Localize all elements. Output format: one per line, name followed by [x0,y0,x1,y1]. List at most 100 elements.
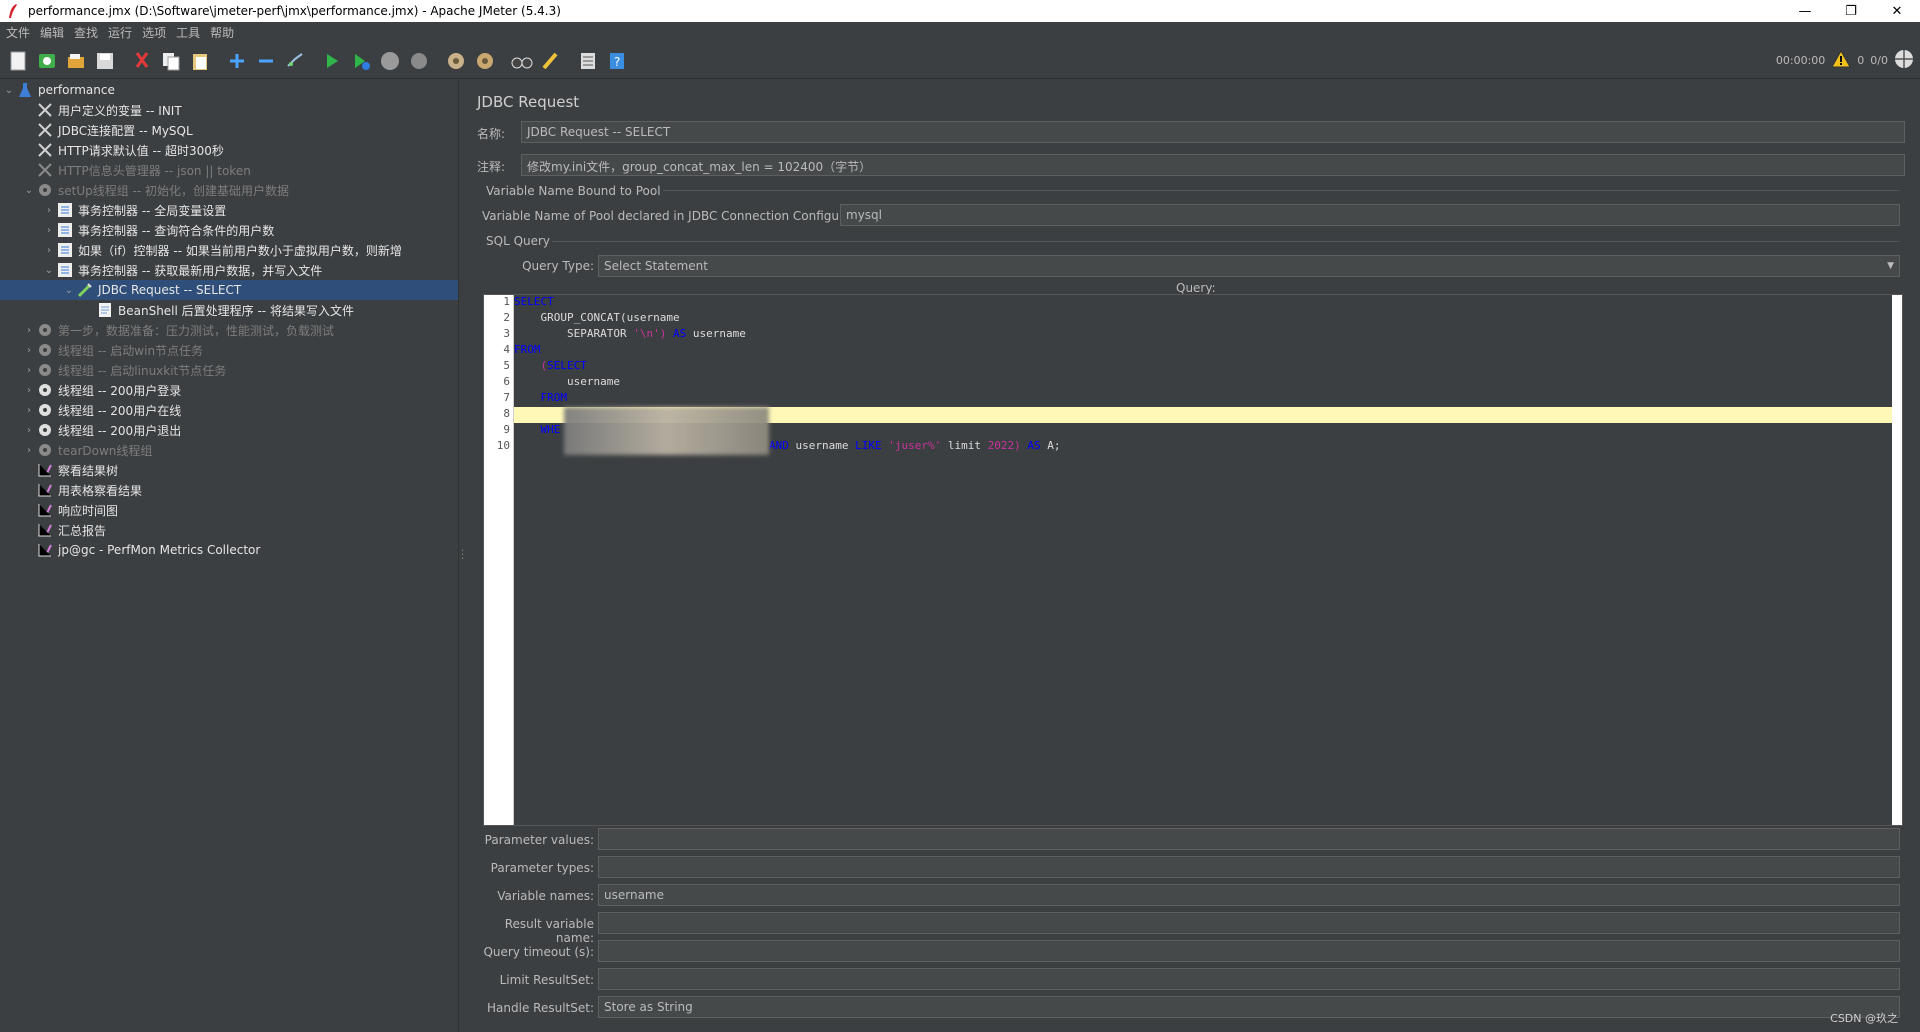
close-button[interactable]: ✕ [1891,3,1903,19]
shutdown-icon[interactable] [407,49,431,73]
chevron-right-icon[interactable]: › [27,424,31,436]
toggle-icon[interactable] [283,49,307,73]
tree-node-test-plan[interactable]: ⌄ performance [2,80,115,100]
maximize-button[interactable]: ❐ [1845,3,1857,19]
search-binoculars-icon[interactable] [510,49,534,73]
menu-tools[interactable]: 工具 [176,26,201,40]
controller-icon [56,241,74,259]
templates-icon[interactable] [35,49,59,73]
chevron-down-icon[interactable]: ⌄ [64,284,74,296]
chevron-right-icon[interactable]: › [27,364,31,376]
query-timeout-field[interactable] [598,940,1900,962]
chart-icon [36,461,54,479]
menu-search[interactable]: 查找 [74,26,99,40]
chevron-right-icon[interactable]: › [27,404,31,416]
parameter-values-field[interactable] [598,828,1900,850]
sql-code-area[interactable]: SELECT GROUP_CONCAT(username SEPARATOR '… [514,295,1892,825]
chevron-down-icon[interactable]: ⌄ [44,264,54,276]
gear-icon [36,381,54,399]
minimize-button[interactable]: — [1798,3,1812,19]
menu-edit[interactable]: 编辑 [40,26,65,40]
tree-node-thread-group-login[interactable]: › 线程组 -- 200用户登录 [22,380,181,400]
code-line-4: FROM [514,343,541,356]
result-variable-name-label: Result variable name: [504,917,594,945]
limit-resultset-field[interactable] [598,968,1900,990]
tree-node-thread-group-win[interactable]: › 线程组 -- 启动win节点任务 [22,340,203,360]
collapse-icon[interactable] [254,49,278,73]
tree-node-thread-group-prepare[interactable]: › 第一步，数据准备：压力测试，性能测试，负载测试 [22,320,334,340]
tree-node-header-manager[interactable]: HTTP信息头管理器 -- json || token [22,160,251,180]
tree-node-beanshell-postprocessor[interactable]: BeanShell 后置处理程序 -- 将结果写入文件 [82,300,354,320]
warning-icon[interactable] [1831,49,1852,71]
chevron-right-icon[interactable]: › [27,384,31,396]
tree-node-jdbc-request[interactable]: ⌄ JDBC Request -- SELECT [0,280,458,300]
warning-count: 0 [1857,54,1865,67]
pool-name-field[interactable]: mysql [840,204,1900,226]
chart-icon [36,501,54,519]
tree-node-transaction-latest-users[interactable]: ⌄ 事务控制器 -- 获取最新用户数据，并写入文件 [42,260,322,280]
tree-node-transaction-query-users[interactable]: › 事务控制器 -- 查询符合条件的用户数 [42,220,274,240]
parameter-types-field[interactable] [598,856,1900,878]
help-icon[interactable]: ? [605,49,629,73]
document-icon [96,301,114,319]
expand-icon[interactable] [225,49,249,73]
paste-icon[interactable] [188,49,212,73]
current-line-highlight [514,407,1892,423]
tree-node-if-controller[interactable]: › 如果（if）控制器 -- 如果当前用户数小于虚拟用户数，则新增 [42,240,402,260]
cut-icon[interactable] [130,49,154,73]
menu-help[interactable]: 帮助 [210,26,235,40]
tree-node-user-variables[interactable]: 用户定义的变量 -- INIT [22,100,182,120]
tree-node-thread-group-logout[interactable]: › 线程组 -- 200用户退出 [22,420,181,440]
comment-field[interactable]: 修改my.ini文件，group_concat_max_len = 102400… [521,154,1905,176]
start-no-pause-icon[interactable] [349,49,373,73]
clear-all-icon[interactable] [473,49,497,73]
code-line-10: AND username LIKE 'juser%' limit 2022) A… [769,439,1061,452]
new-file-icon[interactable] [6,49,30,73]
tree-node-teardown-thread-group[interactable]: › tearDown线程组 [22,440,152,460]
limit-resultset-label: Limit ResultSet: [499,973,594,987]
result-variable-name-field[interactable] [598,912,1900,934]
chevron-right-icon[interactable]: › [27,344,31,356]
function-helper-icon[interactable] [576,49,600,73]
chevron-right-icon[interactable]: › [27,324,31,336]
chevron-right-icon[interactable]: › [47,224,51,236]
stop-icon[interactable] [378,49,402,73]
query-type-select[interactable]: Select Statement ▼ [598,255,1900,277]
tree-node-response-time-graph[interactable]: 响应时间图 [22,500,118,520]
tree-node-results-tree[interactable]: 察看结果树 [22,460,118,480]
variable-names-field[interactable]: username [598,884,1900,906]
copy-icon[interactable] [159,49,183,73]
tree-node-summary-report[interactable]: 汇总报告 [22,520,106,540]
tree-node-table-results[interactable]: 用表格察看结果 [22,480,142,500]
pane-splitter[interactable]: ··· [458,80,466,1032]
menu-run[interactable]: 运行 [108,26,133,40]
chevron-down-icon[interactable]: ⌄ [24,184,34,196]
menu-options[interactable]: 选项 [142,26,167,40]
code-line-2: GROUP_CONCAT(username [514,311,680,324]
clear-icon[interactable] [444,49,468,73]
handle-resultset-select[interactable]: Store as String [598,996,1900,1018]
tree-node-transaction-global-vars[interactable]: › 事务控制器 -- 全局变量设置 [42,200,226,220]
tree-node-thread-group-online[interactable]: › 线程组 -- 200用户在线 [22,400,181,420]
tree-node-jdbc-config[interactable]: JDBC连接配置 -- MySQL [22,120,193,140]
name-field[interactable]: JDBC Request -- SELECT [521,121,1905,143]
menu-file[interactable]: 文件 [6,26,31,40]
query-type-value: Select Statement [604,259,708,273]
gear-icon [36,361,54,379]
gear-icon [36,321,54,339]
chevron-down-icon[interactable]: ⌄ [4,84,14,96]
sql-editor[interactable]: 1 2 3 4 5 6 7 8 9 10 SELECT GROUP_CONCAT… [483,294,1903,826]
tree-node-thread-group-linuxkit[interactable]: › 线程组 -- 启动linuxkit节点任务 [22,360,226,380]
tree-node-setup-thread-group[interactable]: ⌄ setUp线程组 -- 初始化，创建基础用户数据 [22,180,289,200]
remote-globe-icon[interactable] [1894,49,1914,72]
chevron-right-icon[interactable]: › [47,244,51,256]
reset-search-icon[interactable] [539,49,563,73]
editor-scrollbar[interactable] [1892,295,1902,825]
chevron-right-icon[interactable]: › [47,204,51,216]
save-icon[interactable] [93,49,117,73]
start-icon[interactable] [320,49,344,73]
open-icon[interactable] [64,49,88,73]
tree-node-http-defaults[interactable]: HTTP请求默认值 -- 超时300秒 [22,140,224,160]
chevron-right-icon[interactable]: › [27,444,31,456]
tree-node-perfmon-collector[interactable]: jp@gc - PerfMon Metrics Collector [22,540,260,560]
